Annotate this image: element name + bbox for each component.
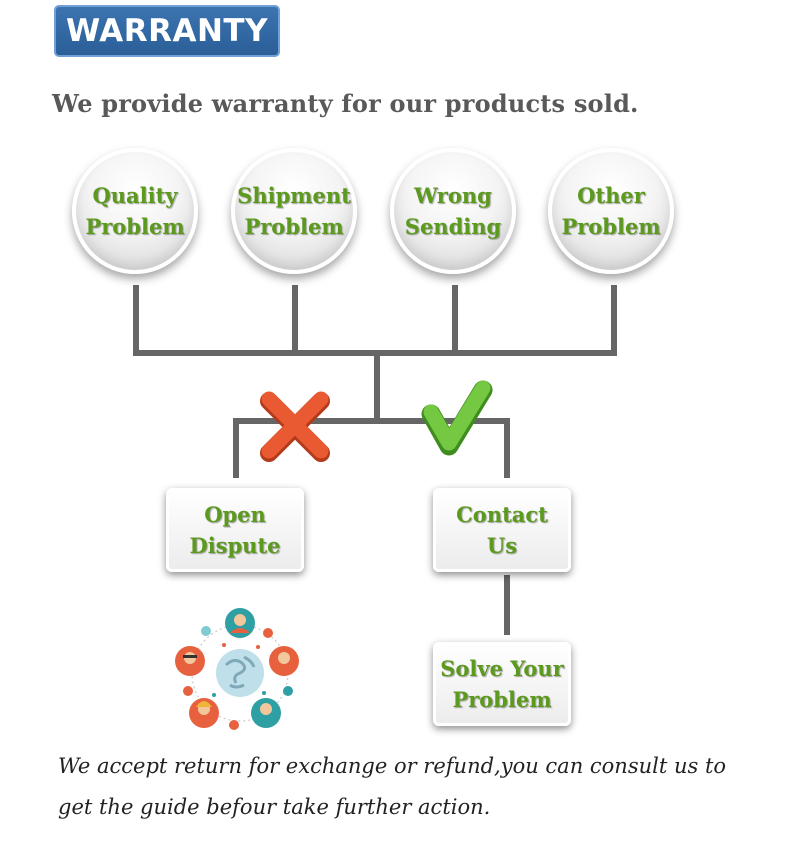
- check-icon: [419, 380, 495, 460]
- solve-problem-line2: Problem: [452, 684, 551, 715]
- problem-quality-line2: Problem: [85, 211, 184, 242]
- problem-other-line2: Problem: [561, 211, 660, 242]
- problem-other: Other Problem: [548, 148, 674, 274]
- cross-icon: [255, 387, 335, 467]
- customer-network-illustration: [170, 603, 310, 735]
- open-dispute-line1: Open: [204, 499, 266, 530]
- open-dispute-box: Open Dispute: [166, 488, 304, 572]
- problem-shipment-line2: Problem: [244, 211, 343, 242]
- problem-wrong-sending-line1: Wrong: [414, 180, 492, 211]
- solve-problem-line1: Solve Your: [440, 653, 564, 684]
- problem-shipment: Shipment Problem: [231, 148, 357, 274]
- contact-us-box: Contact Us: [433, 488, 571, 572]
- problem-shipment-line1: Shipment: [237, 180, 351, 211]
- problem-other-line1: Other: [577, 180, 645, 211]
- problem-quality: Quality Problem: [72, 148, 198, 274]
- problem-quality-line1: Quality: [92, 180, 177, 211]
- open-dispute-line2: Dispute: [189, 530, 280, 561]
- solve-problem-box: Solve Your Problem: [433, 642, 571, 726]
- footer-note-line1: We accept return for exchange or refund,…: [58, 754, 778, 778]
- footer-note-line2: get the guide befour take further action…: [58, 795, 778, 819]
- problem-wrong-sending-line2: Sending: [405, 211, 501, 242]
- contact-us-line2: Us: [487, 530, 517, 561]
- problem-wrong-sending: Wrong Sending: [390, 148, 516, 274]
- contact-us-line1: Contact: [456, 499, 548, 530]
